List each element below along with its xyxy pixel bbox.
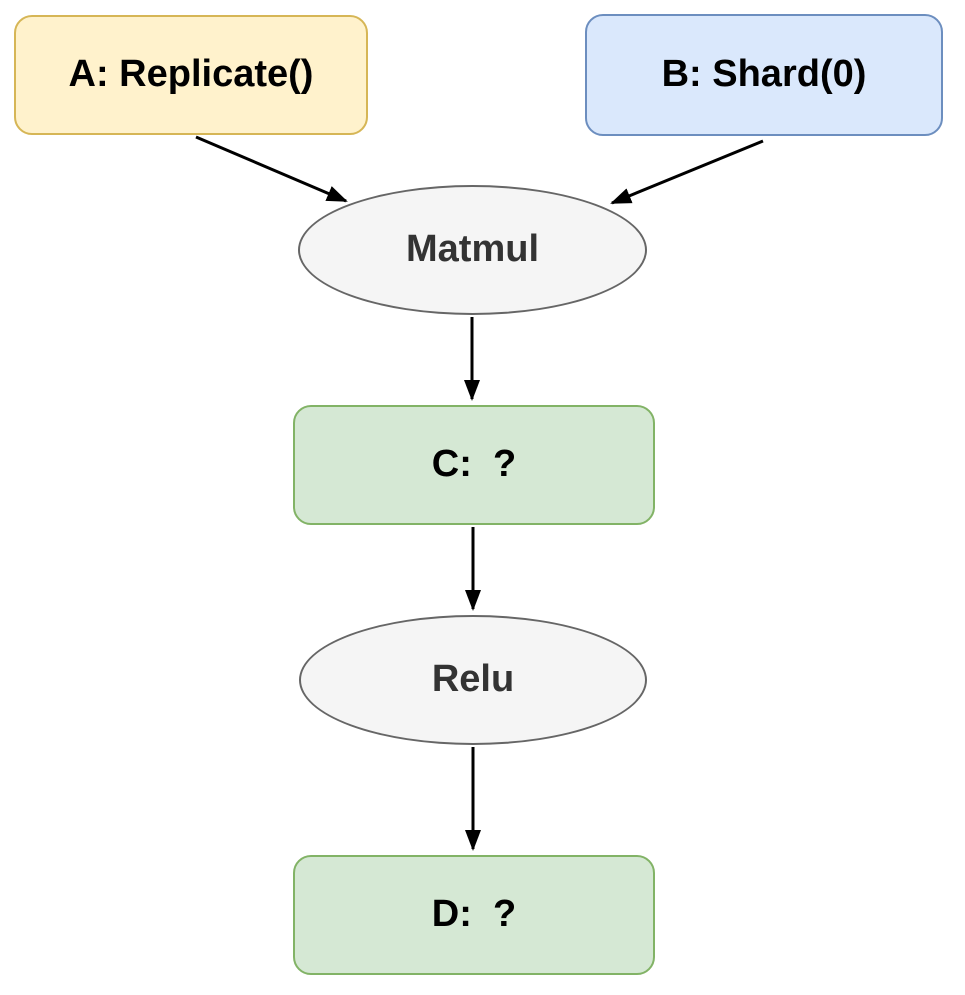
node-relu-op: Relu (299, 615, 647, 745)
node-c-label: C: ? (431, 443, 517, 486)
node-d-label: D: ? (431, 893, 517, 936)
edge-a-to-matmul (195, 135, 348, 203)
node-relu-label: Relu (431, 658, 515, 701)
node-b-shard: B: Shard(0) (585, 14, 943, 136)
node-matmul-op: Matmul (298, 185, 647, 315)
node-d-result: D: ? (293, 855, 655, 975)
node-a-replicate: A: Replicate() (14, 15, 368, 135)
node-b-label: B: Shard(0) (661, 53, 867, 96)
node-c-result: C: ? (293, 405, 655, 525)
edge-b-to-matmul (610, 139, 764, 205)
node-matmul-label: Matmul (406, 228, 539, 271)
node-a-label: A: Replicate() (68, 53, 314, 96)
